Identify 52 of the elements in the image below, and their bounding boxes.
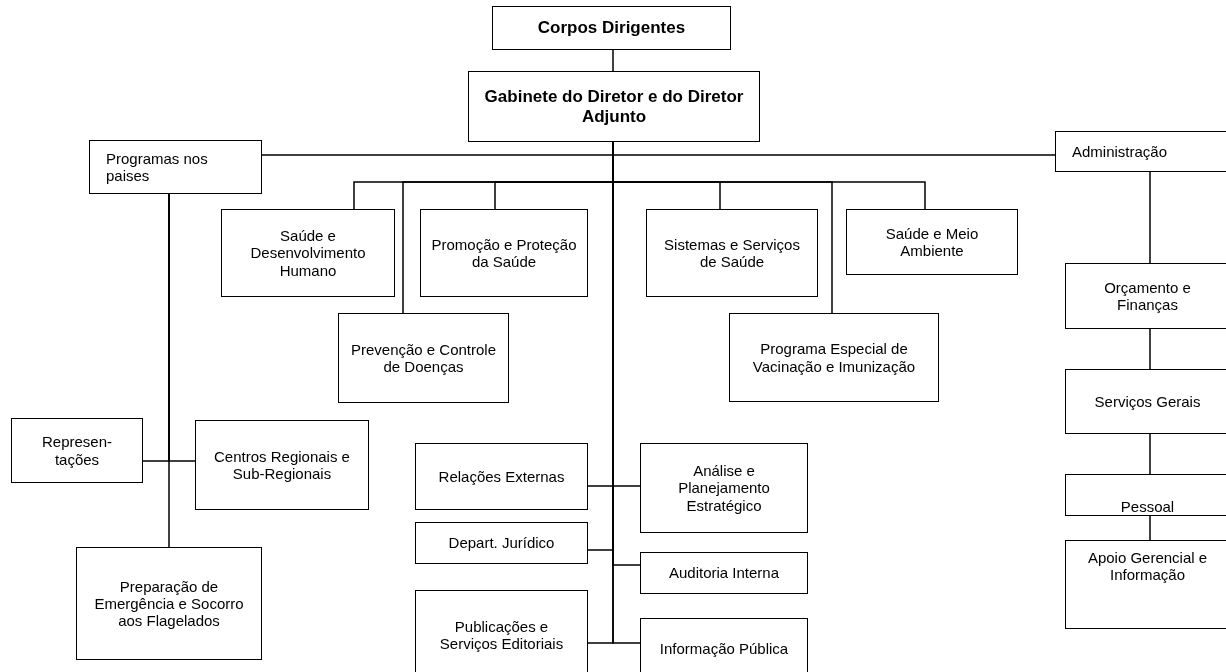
connector-line (168, 193, 170, 548)
connector-line (1149, 433, 1151, 475)
org-box (11, 418, 143, 483)
org-box (76, 547, 262, 660)
org-box (415, 443, 588, 510)
org-box (640, 552, 808, 594)
unit-name: Saúde e Meio Ambiente (884, 224, 980, 260)
unit-name: Programas nos paises (106, 149, 209, 185)
org-box (468, 71, 760, 142)
unit-name: Análise e Planejamento Estratégico (677, 462, 771, 514)
connector-line (1149, 171, 1151, 264)
unit-name: Programa Especial de Vacinação e Imunização (751, 340, 917, 375)
unit-name: Relações Externas (438, 467, 565, 486)
org-box (846, 209, 1018, 275)
unit-name: Centros Regionais e Sub-Regionais (213, 447, 351, 483)
org-box (415, 522, 588, 564)
unit-name: Informação Pública (659, 640, 789, 658)
org-box (1065, 263, 1226, 329)
org-box (729, 313, 939, 402)
org-box (338, 313, 509, 403)
unit-name: Corpos Dirigentes (537, 18, 686, 38)
unit-name: Gabinete do Diretor e do Diretor Adjunto (483, 86, 745, 127)
org-box (195, 420, 369, 510)
org-box (221, 209, 395, 297)
org-box (420, 209, 588, 297)
unit-name: Apoio Gerencial e Informação (1086, 549, 1209, 584)
org-box (1065, 369, 1226, 434)
org-box (640, 443, 808, 533)
unit-name: Represen- tações (40, 433, 113, 468)
org-box (640, 618, 808, 672)
unit-name: Orçamento e Finanças (1103, 278, 1192, 314)
unit-name: Depart. Jurídico (448, 534, 555, 552)
connector-line (612, 49, 614, 72)
unit-name: Preparação de Emergência e Socorro aos Flagelados (93, 577, 245, 630)
unit-name: Saúde e Desenvolvimento Humano (249, 227, 367, 279)
connector-line (1149, 328, 1151, 370)
unit-name: Pessoal (1120, 497, 1175, 515)
unit-name: Publicações e Serviços Editoriais (438, 617, 565, 653)
org-box (415, 590, 588, 672)
unit-name: Auditoria Interna (668, 564, 780, 582)
org-box (492, 6, 731, 50)
org-box (1065, 540, 1226, 629)
unit-name: Administração (1072, 142, 1168, 161)
unit-name: Prevenção e Controle de Doenças (349, 340, 498, 376)
org-box (646, 209, 818, 297)
unit-name: Promoção e Proteção da Saúde (430, 235, 578, 271)
org-box (1065, 474, 1226, 516)
unit-name: Serviços Gerais (1094, 392, 1201, 411)
unit-name: Sistemas e Serviços de Saúde (663, 235, 801, 271)
connector-line (1149, 515, 1151, 541)
org-box (89, 140, 262, 194)
org-box (1055, 131, 1226, 172)
